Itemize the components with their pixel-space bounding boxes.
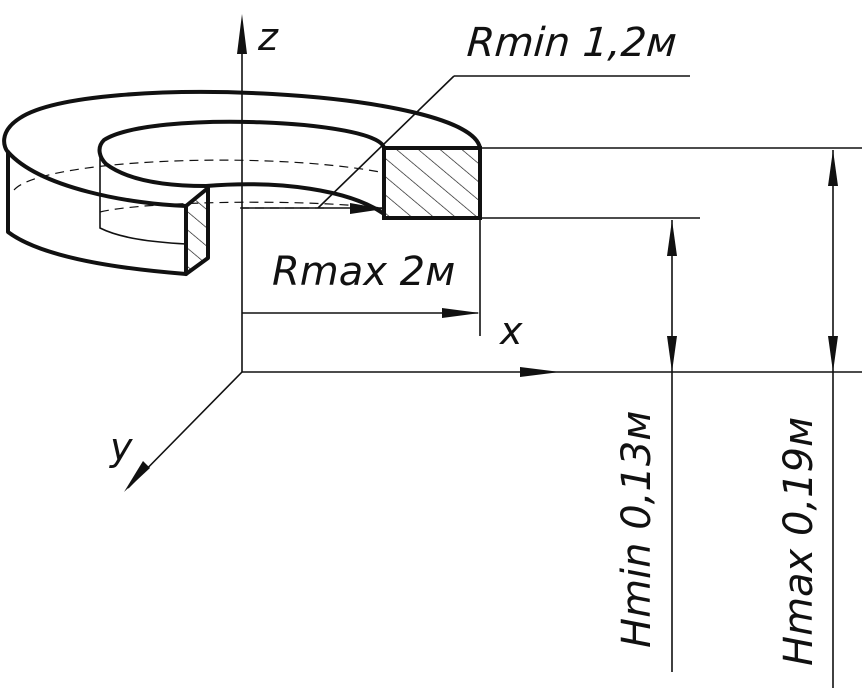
left-cross-section — [184, 186, 210, 276]
y-axis-arrowhead — [124, 461, 150, 492]
height-dimensions — [480, 147, 862, 688]
rmin-leader — [242, 75, 690, 214]
coordinate-axes — [124, 14, 862, 492]
y-axis-label: y — [109, 425, 133, 469]
x-axis-label: x — [499, 309, 523, 353]
hmax-label: Hmax 0,19м — [776, 417, 822, 666]
rmax-dimension — [242, 220, 481, 336]
x-axis-arrowhead — [520, 367, 560, 377]
z-axis-label: z — [257, 15, 279, 59]
rmin-label: Rmin 1,2м — [465, 20, 678, 66]
z-axis-arrowhead — [237, 14, 247, 54]
right-cross-section — [382, 146, 482, 220]
ring-body — [2, 89, 482, 276]
hmin-label: Hmin 0,13м — [614, 411, 660, 648]
rmax-label: Rmax 2м — [272, 249, 455, 295]
